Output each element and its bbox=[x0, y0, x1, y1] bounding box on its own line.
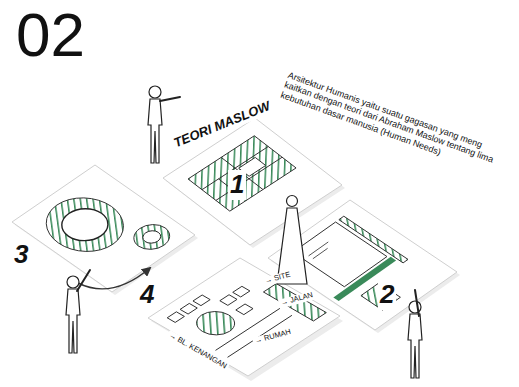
woman-figure bbox=[277, 196, 307, 285]
person-figure bbox=[66, 270, 90, 353]
sheet-outline bbox=[12, 165, 195, 292]
site-block bbox=[193, 295, 210, 306]
maslow-grid bbox=[188, 136, 296, 211]
zone-bubble bbox=[30, 187, 139, 263]
zone-ring bbox=[52, 202, 117, 247]
site-block bbox=[167, 312, 184, 323]
callout-number: 4 bbox=[138, 280, 156, 310]
zone-ring bbox=[139, 228, 164, 246]
sketch-sheet bbox=[12, 165, 195, 292]
site-block bbox=[180, 303, 197, 314]
zone-bubble bbox=[126, 219, 177, 254]
sketch-scribble bbox=[309, 242, 333, 259]
person-figure bbox=[408, 290, 422, 378]
site-strip bbox=[263, 284, 326, 321]
sheet-outline bbox=[148, 258, 340, 376]
room-plan bbox=[293, 222, 387, 287]
site-block bbox=[220, 295, 237, 306]
description-note: Arsitektur Humanis yaitu suatu gagasan y… bbox=[279, 70, 502, 176]
site-block bbox=[236, 304, 253, 315]
sheet-number: 02 bbox=[16, 4, 85, 66]
site-circle bbox=[189, 307, 243, 340]
sketch-sheet bbox=[148, 258, 340, 376]
callout-number: 1 bbox=[228, 170, 246, 200]
green-bar bbox=[339, 216, 408, 263]
grid-lines bbox=[188, 136, 296, 211]
site-block bbox=[233, 286, 250, 297]
callout-number: 2 bbox=[378, 280, 396, 310]
callout-number: 3 bbox=[12, 240, 30, 270]
